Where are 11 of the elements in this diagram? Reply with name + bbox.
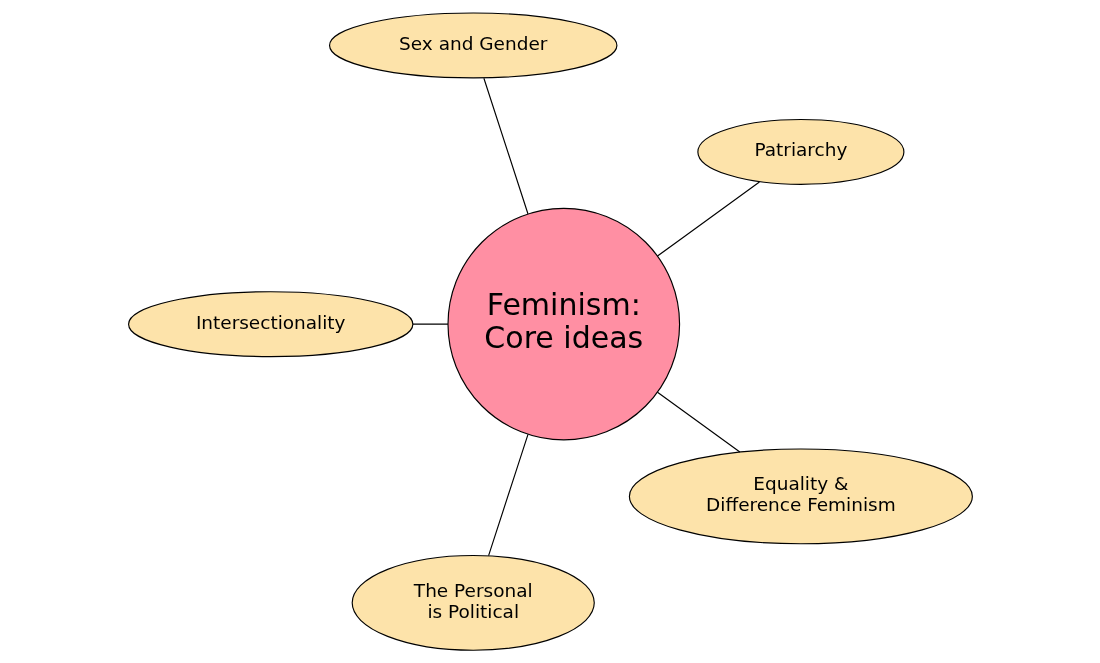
connector <box>656 181 760 257</box>
connector <box>411 323 449 325</box>
connector <box>487 433 529 557</box>
connector <box>656 391 740 453</box>
node-ellipse: Patriarchy <box>696 118 904 185</box>
node-ellipse: Sex and Gender <box>328 12 617 79</box>
node-ellipse: Equality & Difference Feminism <box>628 448 973 545</box>
connector <box>482 77 529 215</box>
node-ellipse: The Personal is Political <box>351 554 595 651</box>
node-ellipse: Intersectionality <box>127 291 413 358</box>
node-circle: Feminism: Core ideas <box>446 207 680 441</box>
